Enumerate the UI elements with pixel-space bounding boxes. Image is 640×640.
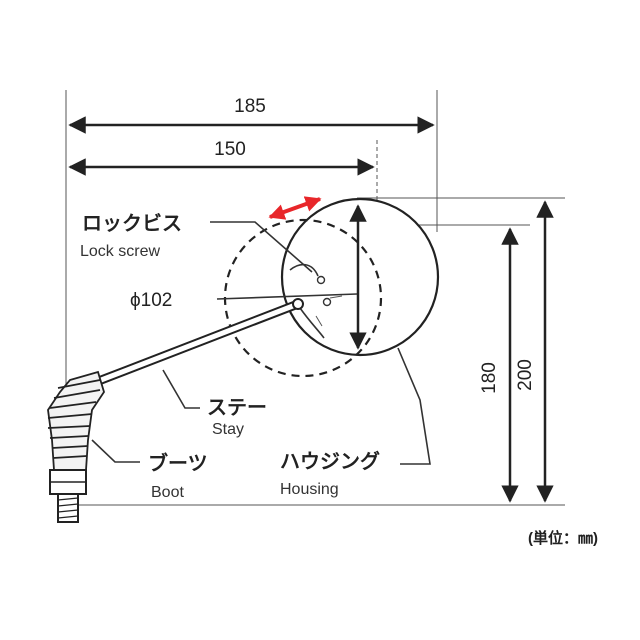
lock-screw-en: Lock screw: [80, 243, 160, 260]
dimension-185-label: 185: [234, 96, 266, 117]
housing-en: Housing: [280, 481, 339, 498]
dimension-180: 180: [479, 227, 519, 503]
dimension-200: 200: [515, 200, 554, 503]
mirror-housing: [280, 197, 440, 357]
housing-label: ハウジング Housing: [280, 449, 380, 498]
mount-detail: [289, 263, 343, 339]
lock-screw-jp: ロックビス: [82, 212, 182, 235]
red-double-arrow-icon: [268, 196, 322, 220]
boot: [47, 370, 105, 471]
dimension-150-label: 150: [214, 139, 246, 160]
dimension-180-label: 180: [479, 362, 500, 394]
stay-en: Stay: [212, 421, 244, 438]
boot-en: Boot: [151, 484, 184, 501]
mount-bolt: [49, 469, 87, 523]
leader-lines: [91, 221, 431, 465]
dimension-150: 150: [68, 139, 375, 176]
lock-screw-label: ロックビス Lock screw: [80, 212, 182, 260]
housing-jp: ハウジング: [280, 449, 380, 473]
unit-note: (単位：㎜): [528, 529, 598, 547]
dimension-185: 185: [68, 96, 435, 134]
boot-jp: ブーツ: [148, 451, 208, 475]
stay-label: ステー Stay: [207, 397, 267, 438]
dimension-200-label: 200: [515, 359, 536, 391]
boot-label: ブーツ Boot: [148, 451, 208, 501]
stay-rod: [91, 298, 304, 387]
diameter-label: ϕ102: [130, 290, 172, 311]
stay-jp: ステー: [207, 397, 267, 419]
